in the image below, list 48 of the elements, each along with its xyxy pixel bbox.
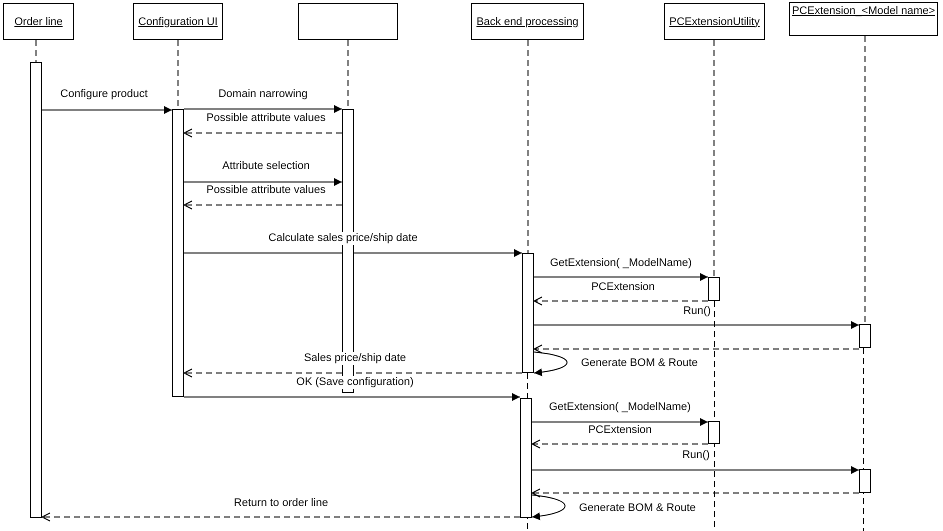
lifeline — [864, 36, 866, 324]
object-box — [471, 3, 584, 40]
message-arrow — [532, 466, 860, 474]
return-arrow — [532, 440, 708, 448]
message-label: Domain narrowing — [217, 88, 309, 101]
message-arrow — [184, 249, 522, 257]
message-label: GetExtension( _ModelName) — [548, 401, 692, 414]
return-arrow — [184, 368, 522, 378]
activation-bar — [522, 253, 534, 373]
return-arrow — [184, 128, 342, 138]
message-arrow — [42, 106, 172, 114]
message-label: Run() — [682, 305, 712, 318]
message-arrow — [534, 273, 708, 281]
message-label: OK (Save configuration) — [295, 376, 415, 389]
message-label: Run() — [681, 449, 711, 462]
return-arrow — [534, 344, 860, 354]
message-label: Calculate sales price/ship date — [267, 232, 419, 245]
self-message-arrow — [534, 352, 568, 376]
object-name: Back end processing — [476, 16, 579, 28]
return-arrow — [534, 296, 708, 306]
message-arrow — [532, 418, 708, 426]
message-arrow — [534, 321, 860, 329]
message-arrow — [184, 105, 342, 113]
activation-bar — [859, 469, 871, 493]
activation-bar — [30, 62, 42, 518]
object-name: PCExtension_<Model name> — [792, 5, 936, 17]
activation-bar — [520, 398, 532, 518]
object-box — [789, 2, 938, 36]
message-arrow — [184, 393, 520, 401]
object-name: Order line — [14, 16, 63, 28]
object-box — [298, 3, 398, 40]
self-message-arrow — [532, 494, 566, 520]
activation-bar — [708, 421, 720, 444]
return-arrow — [42, 512, 520, 522]
activation-bar — [172, 109, 184, 397]
object-box — [664, 3, 765, 40]
return-arrow — [532, 488, 860, 498]
message-label: Sales price/ship date — [302, 352, 408, 365]
activation-bar — [859, 324, 871, 348]
message-label: Configure product — [59, 88, 149, 101]
object-box — [3, 3, 74, 40]
message-arrow — [184, 178, 342, 186]
object-name: PCExtensionUtility — [669, 16, 760, 28]
activation-bar — [708, 277, 720, 301]
object-name: Configuration UI — [138, 16, 218, 28]
message-label: GetExtension( _ModelName) — [549, 257, 693, 270]
return-arrow — [184, 200, 342, 210]
object-box — [133, 3, 223, 40]
